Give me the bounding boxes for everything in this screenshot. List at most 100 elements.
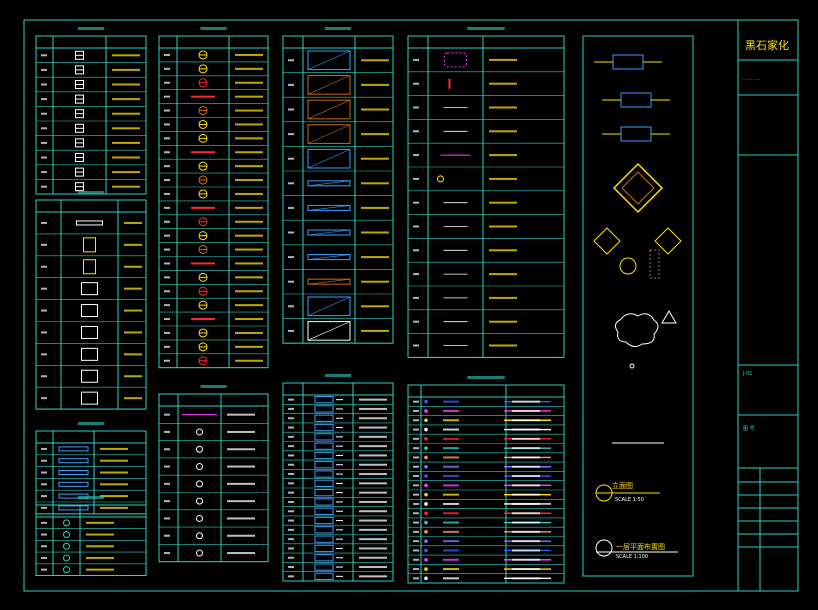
- row-description-mark: [112, 185, 140, 188]
- row-description-mark: [100, 447, 128, 450]
- row-description-mark: [112, 68, 140, 71]
- row-index-mark: [288, 133, 294, 136]
- row-description-mark: [86, 556, 114, 559]
- row-description-mark: [227, 552, 255, 555]
- row-description-mark: [227, 517, 255, 520]
- row-description-mark: [235, 67, 263, 70]
- row-index-mark: [164, 137, 170, 140]
- pipe-code-mark: [443, 484, 459, 487]
- row-description-mark: [235, 234, 263, 237]
- row-index-mark: [164, 262, 170, 265]
- row-index-mark: [164, 345, 170, 348]
- row-description-mark: [112, 141, 140, 144]
- material-hatch-icon: [307, 321, 351, 341]
- row-index-mark: [413, 521, 419, 524]
- row-index-mark: [41, 447, 47, 450]
- row-description-mark: [512, 456, 540, 459]
- wiring-device-icon: [196, 497, 203, 505]
- row-index-mark: [413, 568, 419, 571]
- row-description-mark: [512, 400, 540, 403]
- row-index-mark: [41, 54, 47, 57]
- row-index-mark: [164, 448, 170, 451]
- row-index-mark: [164, 179, 170, 182]
- row-index-mark: [164, 500, 170, 503]
- row-description-mark: [512, 437, 540, 440]
- pipe-code-mark: [443, 465, 459, 468]
- material-hatch-icon: [307, 204, 351, 211]
- material-hatch-icon: [307, 75, 351, 95]
- row-index-mark: [413, 577, 419, 580]
- air-vent-icon: [58, 481, 89, 487]
- row-description-mark: [489, 296, 517, 299]
- row-description-mark: [235, 179, 263, 182]
- pipe-color-dot: [424, 418, 428, 423]
- row-index-mark: [164, 234, 170, 237]
- tag-box-icon: [314, 405, 334, 413]
- legend-panel-wiring: [158, 385, 269, 563]
- row-index-mark: [288, 473, 294, 476]
- row-description-mark: [100, 506, 128, 509]
- tag-box-icon: [314, 544, 334, 553]
- row-index-mark: [164, 123, 170, 126]
- tag-box-icon: [314, 563, 334, 571]
- pipe-code-mark: [443, 409, 459, 412]
- row-description-mark: [235, 206, 263, 209]
- index-small-diamond: [593, 227, 621, 255]
- row-description-mark: [235, 192, 263, 195]
- row-index-mark: [164, 220, 170, 223]
- level-mark-symbol: [629, 363, 635, 369]
- row-description-mark: [235, 331, 263, 334]
- row-index-mark: [164, 151, 170, 154]
- material-hatch-line: [307, 149, 351, 169]
- material-hatch-icon: [307, 180, 351, 187]
- row-description-mark: [489, 344, 517, 347]
- row-index-mark: [288, 435, 294, 438]
- row-index-mark: [164, 430, 170, 433]
- panel-title-mark: [324, 27, 352, 30]
- material-hatch-line: [307, 180, 351, 187]
- row-index-mark: [413, 540, 419, 543]
- tag-box-icon: [314, 423, 334, 432]
- row-index-mark: [288, 157, 294, 160]
- row-index-mark: [164, 276, 170, 279]
- title-block-label: 图 号: [743, 426, 755, 432]
- ceiling-vent-icon: [81, 369, 98, 383]
- linear-light-icon: [191, 206, 215, 209]
- pipe-code-mark: [443, 568, 459, 571]
- row-description-mark: [359, 491, 387, 494]
- row-description-mark: [100, 483, 128, 486]
- row-index-mark: [41, 545, 47, 548]
- row-description-mark: [100, 495, 128, 498]
- material-hatch-line: [307, 254, 351, 260]
- row-index-mark: [413, 512, 419, 515]
- row-description-mark: [227, 448, 255, 451]
- row-description-mark: [359, 528, 387, 531]
- row-description-mark: [359, 556, 387, 559]
- row-description-mark: [112, 112, 140, 115]
- row-description-mark: [124, 375, 142, 378]
- row-index-mark: [288, 182, 294, 185]
- row-description-mark: [512, 419, 540, 422]
- row-index-mark: [164, 552, 170, 555]
- row-description-mark: [359, 547, 387, 550]
- row-index-mark: [164, 413, 170, 416]
- row-index-mark: [41, 331, 47, 334]
- row-index-mark: [41, 533, 47, 536]
- pipe-code-mark: [443, 577, 459, 580]
- callout-symbol: [437, 175, 444, 183]
- row-index-mark: [413, 558, 419, 561]
- row-description-mark: [112, 54, 140, 57]
- material-hatch-line: [307, 75, 351, 95]
- row-index-mark: [288, 538, 294, 541]
- panel-title-mark: [467, 376, 505, 379]
- row-index-mark: [413, 296, 419, 299]
- row-index-mark: [413, 130, 419, 133]
- row-index-mark: [288, 500, 294, 503]
- material-hatch-line: [307, 278, 351, 285]
- row-index-mark: [413, 428, 419, 431]
- row-index-mark: [288, 398, 294, 401]
- row-index-mark: [413, 106, 419, 109]
- row-description-mark: [227, 465, 255, 468]
- pipe-color-dot: [424, 455, 428, 460]
